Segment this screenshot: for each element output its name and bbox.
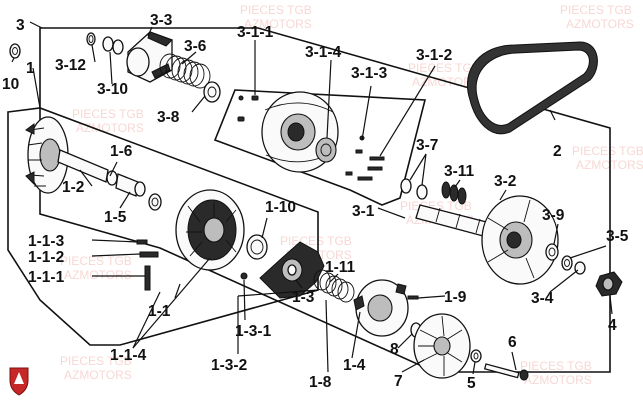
part-6-bolt bbox=[483, 363, 529, 381]
callout-3-5: 3-5 bbox=[606, 228, 629, 245]
callout-1-5: 1-5 bbox=[104, 209, 127, 226]
callout-labels: 3 3-3 3-1-1 3-6 3-12 3-10 3-1-4 3-1-3 3-… bbox=[2, 12, 629, 392]
part-3-8-collar bbox=[203, 81, 221, 103]
watermark-text: PIECES TGB bbox=[240, 3, 312, 17]
part-3-4-washer bbox=[574, 261, 586, 275]
callout-3-8: 3-8 bbox=[157, 109, 180, 126]
watermark-text: AZMOTORS bbox=[566, 17, 634, 31]
part-1-fan-plate bbox=[25, 116, 69, 194]
part-3-12-ring bbox=[86, 32, 96, 46]
part-3-3-clutch-cup bbox=[126, 31, 173, 83]
callout-3-1-2: 3-1-2 bbox=[416, 47, 452, 64]
part-10-ring bbox=[9, 43, 21, 59]
callout-1-3-1: 1-3-1 bbox=[235, 323, 272, 340]
part-7-fan bbox=[413, 313, 471, 379]
watermark-text: PIECES TGB bbox=[60, 354, 132, 368]
part-1-1-variator bbox=[175, 189, 245, 271]
leader-lines bbox=[11, 21, 613, 375]
callout-1-1-2: 1-1-2 bbox=[28, 249, 64, 266]
callout-3-7: 3-7 bbox=[416, 137, 438, 154]
callout-3-4: 3-4 bbox=[531, 290, 554, 307]
watermark-text: PIECES TGB bbox=[60, 254, 132, 268]
callout-8: 8 bbox=[390, 341, 399, 358]
callout-1: 1 bbox=[26, 60, 35, 77]
callout-3-1-3: 3-1-3 bbox=[351, 65, 388, 82]
part-4-nut bbox=[595, 271, 623, 297]
part-3-11-bearing bbox=[441, 181, 467, 205]
callout-1-11: 1-11 bbox=[325, 259, 356, 276]
callout-3-1-1: 3-1-1 bbox=[237, 24, 274, 41]
callout-1-1: 1-1 bbox=[148, 303, 171, 320]
part-2-drive-belt bbox=[466, 41, 598, 135]
callout-2: 2 bbox=[553, 143, 562, 160]
part-1-5-seal bbox=[148, 193, 162, 211]
callout-1-6: 1-6 bbox=[110, 143, 133, 160]
watermark-text: AZMOTORS bbox=[244, 17, 312, 31]
callout-1-3-2: 1-3-2 bbox=[211, 357, 247, 374]
watermark-text: PIECES TGB bbox=[72, 107, 144, 121]
callout-3: 3 bbox=[16, 17, 25, 34]
callout-1-1-4: 1-1-4 bbox=[110, 347, 147, 364]
watermark-text: AZMOTORS bbox=[76, 121, 144, 135]
callout-10: 10 bbox=[2, 76, 19, 93]
watermark-text: PIECES TGB bbox=[280, 234, 352, 248]
part-3-7-washers bbox=[400, 178, 428, 200]
part-3-1-3-pins bbox=[345, 135, 365, 176]
callout-1-3: 1-3 bbox=[292, 289, 315, 306]
callout-1-9: 1-9 bbox=[444, 289, 467, 306]
callout-3-2: 3-2 bbox=[494, 173, 516, 190]
callout-1-1-1: 1-1-1 bbox=[28, 269, 65, 286]
callout-5: 5 bbox=[467, 375, 476, 392]
part-1-4-clutch-plate bbox=[353, 279, 409, 337]
group-frame-1 bbox=[7, 107, 319, 346]
part-1-3-spider bbox=[259, 241, 325, 299]
watermark-text: AZMOTORS bbox=[64, 368, 132, 382]
watermark-text: PIECES TGB bbox=[408, 61, 480, 75]
part-1-2-shaft bbox=[57, 149, 109, 183]
callout-4: 4 bbox=[608, 317, 617, 334]
callout-1-2: 1-2 bbox=[62, 179, 84, 196]
part-3-1-1-pins bbox=[237, 95, 259, 122]
part-3-2-driven-pulley bbox=[481, 195, 559, 285]
callout-1-1-3: 1-1-3 bbox=[28, 233, 65, 250]
callout-3-1: 3-1 bbox=[352, 203, 375, 220]
watermark-text: PIECES TGB bbox=[520, 359, 592, 373]
group-frame-3-1 bbox=[213, 89, 427, 206]
part-3-1-4-seal bbox=[315, 137, 337, 163]
callout-3-3: 3-3 bbox=[150, 12, 173, 29]
callout-3-11: 3-11 bbox=[444, 163, 475, 180]
part-3-1-2-pins bbox=[357, 156, 385, 181]
callout-6: 6 bbox=[508, 334, 517, 351]
callout-3-12: 3-12 bbox=[55, 57, 86, 74]
callout-3-6: 3-6 bbox=[184, 38, 207, 55]
watermark-text: PIECES TGB bbox=[560, 3, 632, 17]
callout-7: 7 bbox=[394, 373, 403, 390]
part-1-11-spring bbox=[313, 269, 355, 303]
watermark-text: AZMOTORS bbox=[524, 373, 592, 387]
part-1-6-bushing bbox=[106, 170, 146, 197]
part-5-washer bbox=[470, 349, 482, 363]
part-3-5-ring bbox=[561, 255, 573, 271]
part-1-10-washer bbox=[246, 234, 268, 260]
callout-1-10: 1-10 bbox=[265, 199, 296, 216]
part-3-10-washer bbox=[102, 36, 124, 55]
part-1-9-pin bbox=[407, 295, 419, 300]
part-1-3-1-bolt bbox=[240, 272, 248, 280]
callout-3-10: 3-10 bbox=[97, 81, 128, 98]
part-1-1-3-pins bbox=[136, 239, 159, 291]
callout-1-8: 1-8 bbox=[309, 374, 332, 391]
part-3-6-spring bbox=[159, 53, 211, 89]
callout-3-9: 3-9 bbox=[542, 207, 565, 224]
watermark-text: AZMOTORS bbox=[64, 268, 132, 282]
callout-3-1-4: 3-1-4 bbox=[305, 44, 342, 61]
part-3-9-washer bbox=[545, 243, 559, 261]
callout-1-4: 1-4 bbox=[343, 357, 366, 374]
azmotors-shield-logo bbox=[9, 367, 29, 396]
watermark-text: PIECES TGB bbox=[572, 144, 643, 158]
